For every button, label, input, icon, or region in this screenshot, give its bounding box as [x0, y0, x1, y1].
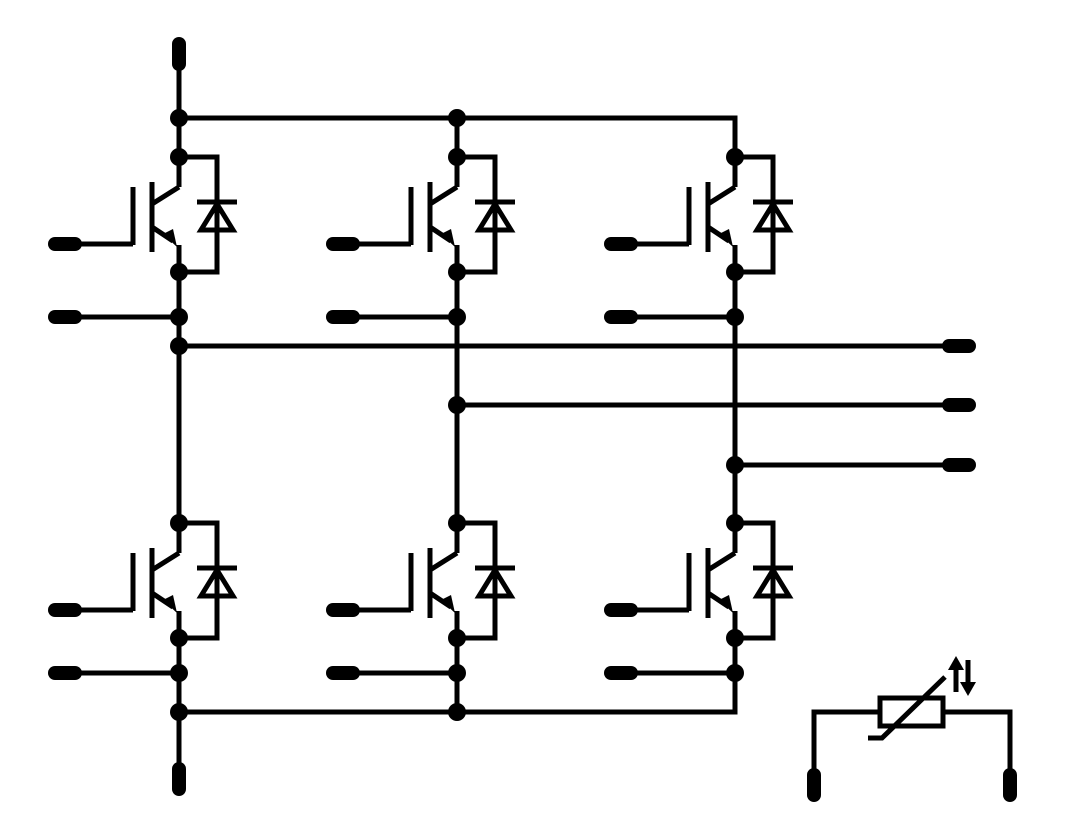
junction-dot — [170, 308, 188, 326]
dc-negative-bus — [179, 638, 738, 715]
junction-dot — [448, 629, 466, 647]
emitter-arrow — [441, 229, 455, 247]
junction-dot — [448, 263, 466, 281]
collector-diagonal — [150, 550, 181, 573]
junction-dot — [170, 109, 188, 127]
junction-dot — [170, 514, 188, 532]
junction-dot — [726, 263, 744, 281]
junction-dot — [170, 664, 188, 682]
gate-lower-terminal-3 — [604, 603, 638, 617]
ntc-body — [877, 695, 946, 729]
emitter-arrow — [163, 595, 177, 613]
phase-output-3-terminal — [942, 458, 976, 472]
igbt-modules — [75, 154, 794, 641]
ntc-slash — [868, 675, 947, 741]
junction-dot — [726, 148, 744, 166]
gate-lower-terminal-1 — [48, 603, 82, 617]
emitter-sense-upper-terminal-2 — [326, 310, 360, 324]
emitter-sense-lower-terminal-1 — [48, 666, 82, 680]
junction-dot — [448, 514, 466, 532]
junction-dot — [448, 703, 466, 721]
diode-loop — [457, 154, 498, 275]
emitter-sense-lower-terminal-3 — [604, 666, 638, 680]
junction-dot — [170, 629, 188, 647]
ntc-thermistor-symbol — [811, 656, 1013, 775]
collector-diagonal — [706, 550, 737, 573]
emitter-sense-lower-terminal-2 — [326, 666, 360, 680]
junction-dot — [170, 148, 188, 166]
lower-right-igbt — [631, 520, 794, 641]
junction-dot — [726, 456, 744, 474]
diode-loop — [735, 154, 776, 275]
diode-triangle — [196, 565, 238, 599]
gate-upper-terminal-3 — [604, 237, 638, 251]
diode-triangle — [196, 199, 238, 233]
emitter-arrow — [163, 229, 177, 247]
wires — [75, 65, 950, 770]
ntc-terminal-1 — [807, 768, 821, 802]
collector-diagonal — [428, 184, 459, 207]
diode-loop — [179, 154, 220, 275]
emitter-arrow — [441, 595, 455, 613]
collector-diagonal — [428, 550, 459, 573]
gate-upper-terminal-1 — [48, 237, 82, 251]
emitter-sense-upper-terminal-1 — [48, 310, 82, 324]
dc-negative-terminal — [172, 762, 186, 796]
collector-diagonal — [706, 184, 737, 207]
junction-dot — [726, 664, 744, 682]
junction-dot — [448, 664, 466, 682]
ntc-thermistor — [811, 656, 1013, 775]
diode-triangle — [474, 565, 516, 599]
diode-triangle — [752, 565, 794, 599]
dc-positive-terminal — [172, 37, 186, 71]
diode-triangle — [752, 199, 794, 233]
lower-middle-igbt — [353, 520, 516, 641]
junction-dot — [448, 109, 466, 127]
junction-dot — [448, 308, 466, 326]
junction-dot — [726, 514, 744, 532]
diode-loop — [735, 520, 776, 641]
upper-right-igbt — [631, 154, 794, 275]
junction-dot — [170, 703, 188, 721]
terminals — [48, 37, 1017, 802]
ntc-lead-right — [943, 709, 1013, 775]
gate-upper-terminal-2 — [326, 237, 360, 251]
phase-output-2-terminal — [942, 398, 976, 412]
lower-left-igbt — [75, 520, 238, 641]
phase-output-1-terminal — [942, 339, 976, 353]
junction-dot — [448, 396, 466, 414]
ntc-arrow-down-head — [960, 682, 976, 696]
dc-positive-bus — [179, 115, 738, 157]
ntc-lead-left — [811, 709, 880, 775]
upper-middle-igbt — [353, 154, 516, 275]
emitter-arrow — [719, 595, 733, 613]
gate-lower-terminal-2 — [326, 603, 360, 617]
junction-dot — [170, 337, 188, 355]
junction-dot — [726, 308, 744, 326]
ntc-arrow-up-head — [948, 656, 964, 670]
junction-dot — [170, 263, 188, 281]
collector-diagonal — [150, 184, 181, 207]
emitter-arrow — [719, 229, 733, 247]
junction-dot — [448, 148, 466, 166]
junction-dots — [170, 109, 744, 721]
diode-loop — [457, 520, 498, 641]
diode-triangle — [474, 199, 516, 233]
emitter-sense-upper-terminal-3 — [604, 310, 638, 324]
junction-dot — [726, 629, 744, 647]
upper-left-igbt — [75, 154, 238, 275]
diode-loop — [179, 520, 220, 641]
ntc-terminal-2 — [1003, 768, 1017, 802]
